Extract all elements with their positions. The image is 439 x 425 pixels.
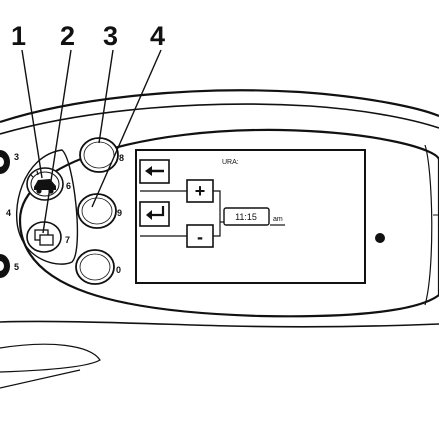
leader-3 <box>98 49 114 144</box>
housing-lower-line <box>0 369 81 389</box>
display-back-button[interactable] <box>139 159 170 184</box>
display-minus-button[interactable]: - <box>186 224 214 248</box>
button-5-partial[interactable] <box>0 254 10 278</box>
button-number-6: 6 <box>66 181 71 191</box>
button-number-9: 9 <box>117 208 122 218</box>
button-number-0: 0 <box>116 265 121 275</box>
button-7[interactable]: 7 <box>26 221 70 253</box>
left-side-buttons: 3 4 5 <box>0 150 19 278</box>
panel-oval <box>18 128 439 318</box>
leader-4 <box>91 49 162 208</box>
housing-inner-top-edge <box>0 103 439 135</box>
display-enter-button[interactable] <box>139 201 170 227</box>
callout-4: 4 <box>150 21 165 51</box>
button-number-4: 4 <box>6 208 11 218</box>
callout-2: 2 <box>60 21 75 51</box>
enter-return-icon <box>146 206 165 220</box>
indicator-dot <box>375 233 385 243</box>
button-number-8: 8 <box>119 153 124 163</box>
display-screen: URA: + - <box>135 149 366 284</box>
callout-numbers: 1 2 3 4 <box>11 21 165 51</box>
time-value: 11:15 <box>235 212 257 222</box>
display-mode-icon <box>34 229 54 246</box>
button-8[interactable]: 8 <box>79 137 124 173</box>
button-number-5: 5 <box>14 262 19 272</box>
time-suffix: am <box>273 216 283 223</box>
button-3-partial[interactable] <box>0 150 10 174</box>
leader-2 <box>42 49 72 234</box>
housing <box>0 89 439 389</box>
button-number-7: 7 <box>65 235 70 245</box>
left-button-group-outline <box>16 149 79 265</box>
display-connectors <box>140 190 285 237</box>
time-field[interactable]: 11:15 <box>223 207 270 226</box>
plus-symbol: + <box>195 181 206 201</box>
callout-3: 3 <box>103 21 118 51</box>
panel-oval-right-edge <box>424 144 433 306</box>
display-plus-button[interactable]: + <box>186 179 214 203</box>
leader-1 <box>21 49 43 179</box>
housing-lower-curve <box>0 343 101 373</box>
callout-leaders <box>21 49 162 234</box>
button-9[interactable]: 9 <box>77 193 122 229</box>
display-title: URA: <box>222 159 239 166</box>
left-arrow-icon <box>145 166 164 176</box>
housing-bottom-edge <box>0 320 439 328</box>
callout-1: 1 <box>11 21 26 51</box>
button-number-3: 3 <box>14 152 19 162</box>
minus-symbol: - <box>197 227 203 247</box>
housing-top-edge <box>0 89 439 124</box>
button-0[interactable]: 0 <box>75 249 121 285</box>
